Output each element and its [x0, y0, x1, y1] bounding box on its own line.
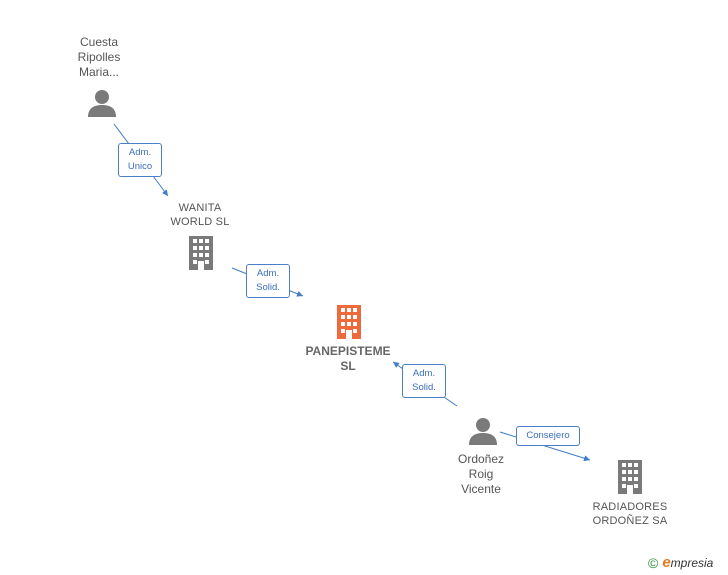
- edge-label-ordonez-radiadores[interactable]: Consejero: [516, 426, 580, 446]
- node-label-ordonez[interactable]: Ordoñez Roig Vicente: [457, 452, 505, 496]
- person-icon[interactable]: [87, 88, 117, 118]
- brand-logo: empresia: [662, 554, 714, 571]
- building-icon[interactable]: [615, 460, 645, 494]
- building-focus-icon[interactable]: [334, 305, 364, 339]
- person-icon[interactable]: [468, 416, 498, 446]
- edge-label-wanita-panepisteme[interactable]: Adm. Solid.: [246, 264, 290, 298]
- edge-label-cuesta-wanita[interactable]: Adm. Unico: [118, 143, 162, 177]
- node-label-cuesta[interactable]: Cuesta Ripolles Maria...: [77, 35, 121, 79]
- node-label-wanita[interactable]: WANITA WORLD SL: [170, 202, 230, 228]
- empresia-watermark[interactable]: © empresia: [648, 554, 713, 571]
- edge-line-ordonez-radiadores: [499, 431, 591, 462]
- node-label-radiadores[interactable]: RADIADORES ORDOÑEZ SA: [592, 501, 668, 527]
- edge-label-ordonez-panepisteme[interactable]: Adm. Solid.: [402, 364, 446, 398]
- building-icon[interactable]: [186, 236, 216, 270]
- node-label-panepisteme[interactable]: PANEPISTEME SL: [305, 344, 391, 373]
- copyright-icon: ©: [648, 554, 659, 571]
